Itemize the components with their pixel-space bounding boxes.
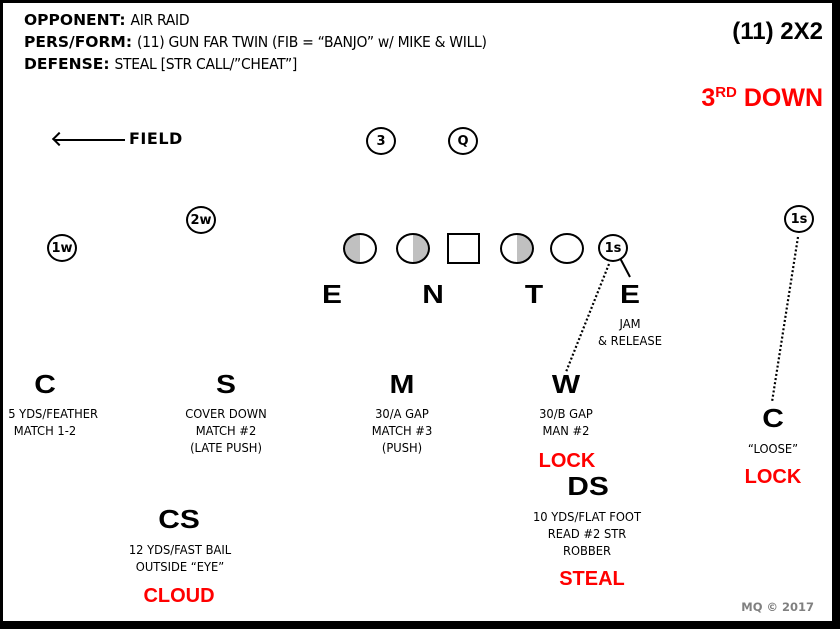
note-line: MAN #2 (542, 423, 590, 438)
field-label: FIELD (129, 129, 183, 148)
defender-sam: S (216, 369, 236, 399)
note-line: JAM (619, 316, 641, 331)
down-number: 3 (701, 84, 716, 112)
opponent-value: AIR RAID (130, 11, 190, 29)
copyright: MQ © 2017 (741, 600, 814, 614)
defender-cloud-safety: CS (158, 504, 200, 534)
note-line: MATCH 1-2 (13, 423, 77, 438)
offensive-lineman-2 (396, 233, 430, 264)
persform-value: (11) GUN FAR TWIN (FIB = “BANJO” w/ MIKE… (136, 33, 487, 51)
offensive-lineman-1 (343, 233, 377, 264)
down-suffix: RD (715, 84, 737, 101)
back-label: Q (457, 133, 469, 149)
down-safety-call-steal: STEAL (559, 568, 625, 590)
corner-strong-notes: “LOOSE” (736, 440, 810, 457)
sam-notes: COVER DOWN MATCH #2 (LATE PUSH) (180, 405, 272, 456)
corner-weak-notes: 5 YDS/FEATHER MATCH 1-2 (8, 405, 99, 439)
persform-label: PERS/FORM: (24, 33, 133, 51)
offensive-lineman-4 (500, 233, 534, 264)
note-line: MATCH #2 (195, 423, 257, 438)
note-line: 30/A GAP (375, 406, 429, 421)
defense-label: DEFENSE: (24, 55, 110, 73)
opponent-line: OPPONENT: AIR RAID (24, 9, 190, 31)
defender-end-strong: E (620, 279, 640, 309)
receiver-1s-wide: 1s (784, 205, 814, 233)
defender-mike: M (389, 369, 415, 399)
diagram-frame (3, 3, 832, 621)
defender-will: W (551, 369, 581, 399)
note-line: 5 YDS/FEATHER (8, 406, 99, 421)
note-line: READ #2 STR (547, 526, 627, 541)
center-square (447, 233, 480, 264)
formation-title: (11) 2X2 (732, 18, 823, 45)
defender-corner-weak: C (34, 369, 56, 399)
defender-down-safety: DS (567, 471, 609, 501)
note-line: (LATE PUSH) (190, 440, 262, 455)
cloud-safety-notes: 12 YDS/FAST BAIL OUTSIDE “EYE” (120, 541, 240, 575)
note-line: ROBBER (562, 543, 612, 558)
running-back-3: 3 (366, 127, 396, 155)
receiver-label: 1w (51, 240, 73, 256)
down-indicator: 3RD DOWN (701, 84, 823, 113)
mike-notes: 30/A GAP MATCH #3 (PUSH) (365, 405, 439, 456)
note-line: & RELEASE (598, 333, 662, 348)
defender-corner-strong: C (762, 403, 784, 433)
receiver-label: 1s (790, 211, 808, 227)
down-safety-notes: 10 YDS/FLAT FOOT READ #2 STR ROBBER (532, 508, 642, 559)
note-line: 10 YDS/FLAT FOOT (532, 509, 642, 524)
note-line: MATCH #3 (371, 423, 433, 438)
receiver-1w: 1w (47, 234, 77, 262)
note-line: (PUSH) (381, 440, 423, 455)
defender-nose: N (422, 279, 444, 309)
will-to-1s-dotted-line (564, 263, 611, 373)
note-line: COVER DOWN (185, 406, 267, 421)
end-note: JAM & RELEASE (593, 315, 667, 349)
receiver-1s-inline: 1s (598, 234, 628, 262)
back-label: 3 (376, 133, 386, 149)
corner-to-1s-dotted-line (770, 236, 800, 403)
defense-line: DEFENSE: STEAL [STR CALL/”CHEAT”] (24, 53, 297, 75)
defender-end-weak: E (322, 279, 342, 309)
receiver-label: 1s (604, 240, 622, 256)
opponent-label: OPPONENT: (24, 11, 126, 29)
quarterback: Q (448, 127, 478, 155)
offensive-lineman-5 (550, 233, 584, 264)
note-line: 30/B GAP (539, 406, 593, 421)
cloud-safety-call-cloud: CLOUD (143, 585, 215, 607)
note-line: 12 YDS/FAST BAIL (128, 542, 232, 557)
note-line: “LOOSE” (747, 441, 799, 456)
corner-call-lock: LOCK (744, 466, 802, 488)
defense-value: STEAL [STR CALL/”CHEAT”] (114, 55, 298, 73)
left-arrow-icon (55, 139, 125, 141)
defender-tackle: T (524, 279, 544, 309)
will-call-lock: LOCK (538, 450, 596, 472)
receiver-label: 2w (190, 212, 212, 228)
down-word: DOWN (743, 84, 823, 112)
will-notes: 30/B GAP MAN #2 (529, 405, 603, 439)
note-line: OUTSIDE “EYE” (135, 559, 225, 574)
end-jam-line (619, 257, 631, 278)
receiver-2w: 2w (186, 206, 216, 234)
persform-line: PERS/FORM: (11) GUN FAR TWIN (FIB = “BAN… (24, 31, 487, 53)
